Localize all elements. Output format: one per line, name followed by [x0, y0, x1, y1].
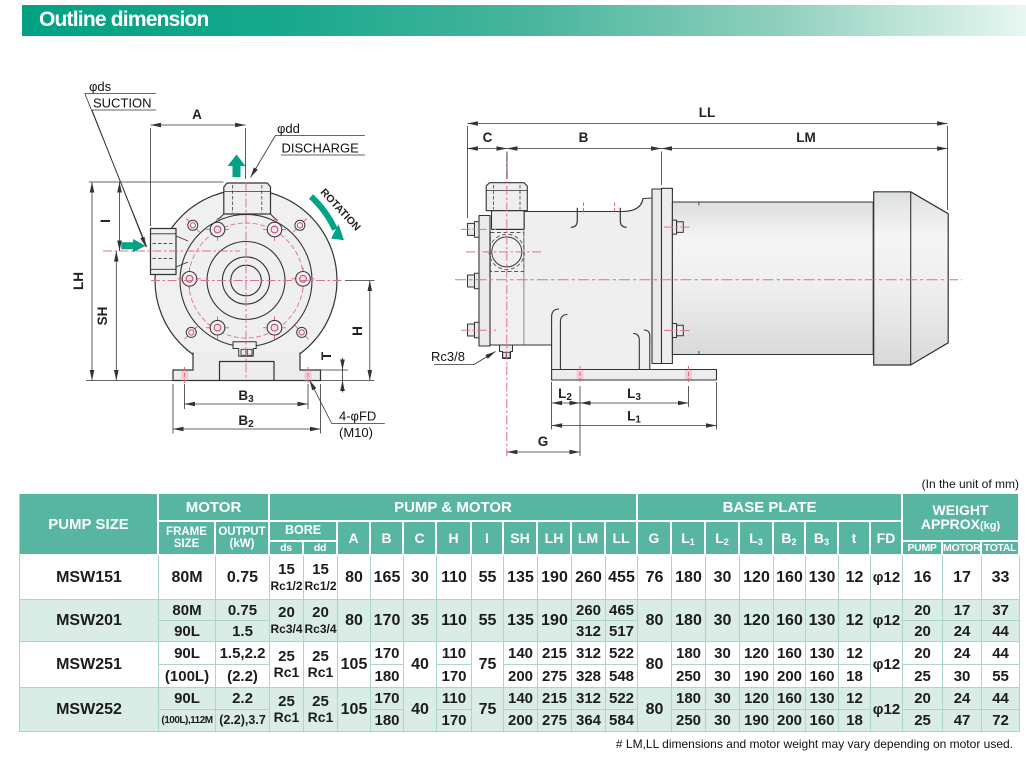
- svg-text:L2: L2: [558, 386, 572, 403]
- svg-text:A: A: [192, 107, 202, 122]
- svg-text:H: H: [350, 326, 365, 336]
- svg-text:L1: L1: [627, 409, 641, 426]
- svg-text:(M10): (M10): [339, 425, 373, 440]
- svg-text:Rc3/8: Rc3/8: [431, 349, 465, 364]
- svg-text:SH: SH: [95, 307, 110, 326]
- svg-text:φdd: φdd: [277, 121, 300, 136]
- svg-text:T: T: [319, 351, 334, 360]
- svg-text:LL: LL: [699, 105, 716, 120]
- svg-text:B2: B2: [238, 413, 254, 430]
- svg-text:LH: LH: [71, 272, 86, 290]
- svg-text:φds: φds: [89, 79, 112, 94]
- svg-text:SUCTION: SUCTION: [93, 96, 152, 111]
- svg-text:I: I: [98, 219, 113, 223]
- svg-text:LM: LM: [796, 130, 816, 145]
- svg-text:4-φFD: 4-φFD: [339, 409, 376, 424]
- svg-text:C: C: [483, 130, 493, 145]
- svg-text:B: B: [579, 130, 589, 145]
- svg-text:B3: B3: [238, 388, 254, 405]
- svg-text:DISCHARGE: DISCHARGE: [282, 141, 360, 156]
- svg-text:L3: L3: [627, 386, 641, 403]
- svg-text:G: G: [538, 434, 549, 449]
